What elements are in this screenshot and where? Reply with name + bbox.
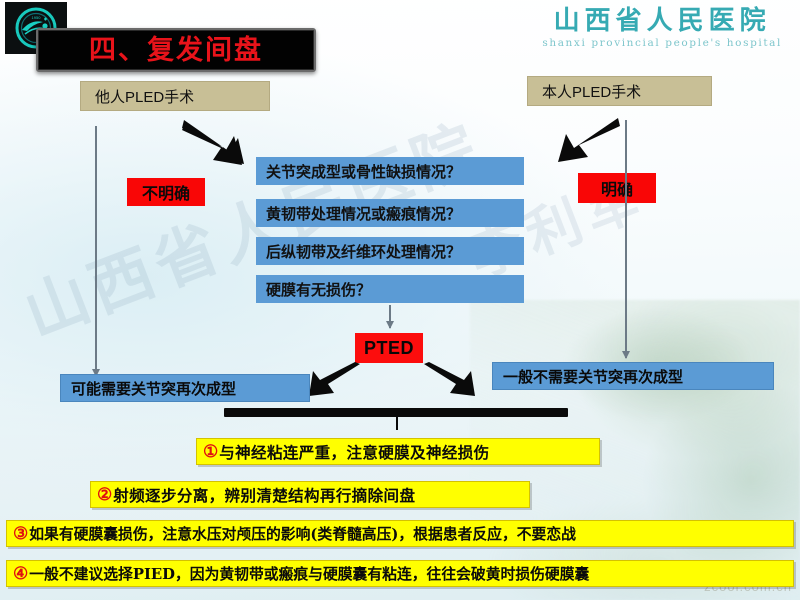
source-box-other-pled: 他人PLED手术 bbox=[80, 81, 270, 111]
note-4-number: ④ bbox=[13, 563, 29, 584]
status-left-label: 不明确 bbox=[141, 184, 190, 203]
procedure-box-pted: PTED bbox=[355, 333, 423, 363]
summary-divider-tick bbox=[396, 416, 398, 430]
status-box-unclear: 不明确 bbox=[127, 178, 205, 206]
question-box-2: 黄韧带处理情况或瘢痕情况？ bbox=[256, 199, 524, 227]
arrow-right-to-questions-icon bbox=[558, 118, 620, 162]
connector-questions-to-pted bbox=[389, 305, 391, 328]
brand-name-en: shanxi provincial people's hospital bbox=[542, 37, 782, 50]
summary-divider-bar bbox=[224, 408, 568, 417]
note-4-text: 一般不建议选择PIED，因为黄韧带或瘢痕与硬膜囊有粘连，往往会破黄时损伤硬膜囊 bbox=[29, 566, 590, 583]
outcome-right-label: 一般不需要关节突再次成型 bbox=[503, 367, 684, 386]
question-1-label: 关节突成型或骨性缺损情况？ bbox=[266, 162, 462, 181]
arrow-pted-to-left-outcome-icon bbox=[309, 362, 360, 396]
connector-left-vertical bbox=[95, 126, 97, 376]
outcome-left-label: 可能需要关节突再次成型 bbox=[71, 379, 237, 398]
connector-right-vertical bbox=[625, 120, 627, 358]
question-2-label: 黄韧带处理情况或瘢痕情况？ bbox=[266, 204, 462, 223]
page-title: 四、复发间盘 bbox=[89, 34, 263, 66]
source-box-own-pled: 本人PLED手术 bbox=[527, 76, 712, 106]
question-box-4: 硬膜有无损伤？ bbox=[256, 275, 524, 303]
note-row-2: ② 射频逐步分离，辨别清楚结构再行摘除间盘 bbox=[90, 481, 530, 508]
note-row-1: ① 与神经粘连严重，注意硬膜及神经损伤 bbox=[196, 438, 600, 465]
question-box-3: 后纵韧带及纤维环处理情况？ bbox=[256, 237, 524, 265]
procedure-label: PTED bbox=[363, 337, 414, 358]
note-1-text: 与神经粘连严重，注意硬膜及神经损伤 bbox=[219, 442, 490, 462]
arrow-pted-to-right-outcome-icon bbox=[424, 362, 475, 396]
question-3-label: 后纵韧带及纤维环处理情况？ bbox=[266, 242, 462, 261]
slide-title-bar: 四、复发间盘 bbox=[36, 28, 316, 72]
note-2-number: ② bbox=[97, 484, 113, 505]
note-3-number: ③ bbox=[13, 523, 29, 544]
outcome-box-right: 一般不需要关节突再次成型 bbox=[492, 362, 774, 390]
source-right-label: 本人PLED手术 bbox=[542, 83, 642, 101]
brand-name-cn: 山西省人民医院 bbox=[553, 6, 771, 36]
note-row-4: ④ 一般不建议选择PIED，因为黄韧带或瘢痕与硬膜囊有粘连，往往会破黄时损伤硬膜… bbox=[6, 560, 794, 587]
outcome-box-left: 可能需要关节突再次成型 bbox=[60, 374, 310, 402]
brand-block: 山西省人民医院 shanxi provincial people's hospi… bbox=[542, 6, 782, 50]
note-1-number: ① bbox=[203, 441, 219, 462]
note-row-3: ③ 如果有硬膜囊损伤，注意水压对颅压的影响(类脊髓高压)，根据患者反应，不要恋战 bbox=[6, 520, 794, 547]
question-box-1: 关节突成型或骨性缺损情况？ bbox=[256, 157, 524, 185]
question-4-label: 硬膜有无损伤？ bbox=[266, 280, 372, 299]
source-left-label: 他人PLED手术 bbox=[95, 88, 195, 106]
note-2-text: 射频逐步分离，辨别清楚结构再行摘除间盘 bbox=[113, 485, 416, 505]
status-box-clear: 明确 bbox=[578, 173, 656, 203]
note-3-text: 如果有硬膜囊损伤，注意水压对颅压的影响(类脊髓高压)，根据患者反应，不要恋战 bbox=[29, 526, 576, 543]
svg-text:1950: 1950 bbox=[32, 15, 42, 20]
status-right-label: 明确 bbox=[600, 180, 633, 199]
arrow-left-to-questions-icon bbox=[182, 120, 244, 165]
